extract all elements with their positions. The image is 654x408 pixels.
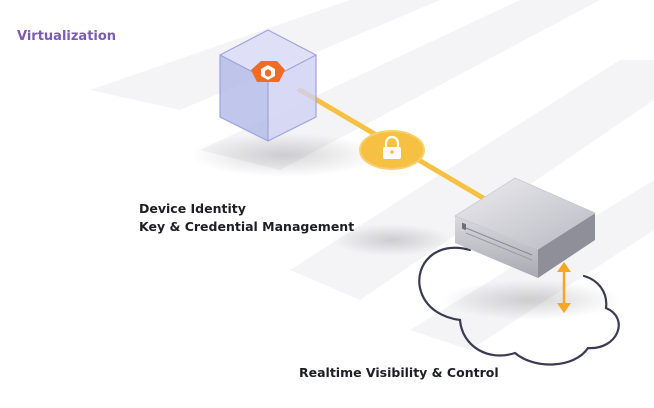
page-title: Virtualization <box>17 29 117 44</box>
server-shadow <box>440 280 620 320</box>
server-appliance-icon <box>454 177 596 278</box>
identity-label-line2: Key & Credential Management <box>139 219 355 234</box>
hexagon-logo-icon <box>251 61 285 82</box>
lock-shadow <box>332 224 452 256</box>
identity-label: Device Identity Key & Credential Managem… <box>139 200 354 236</box>
lock-icon <box>359 130 425 170</box>
cloud-outline-icon <box>418 246 620 366</box>
bidirectional-arrow-icon <box>557 262 571 313</box>
cube-shadow <box>190 133 380 177</box>
identity-label-line1: Device Identity <box>139 201 246 216</box>
realtime-label: Realtime Visibility & Control <box>299 365 499 380</box>
